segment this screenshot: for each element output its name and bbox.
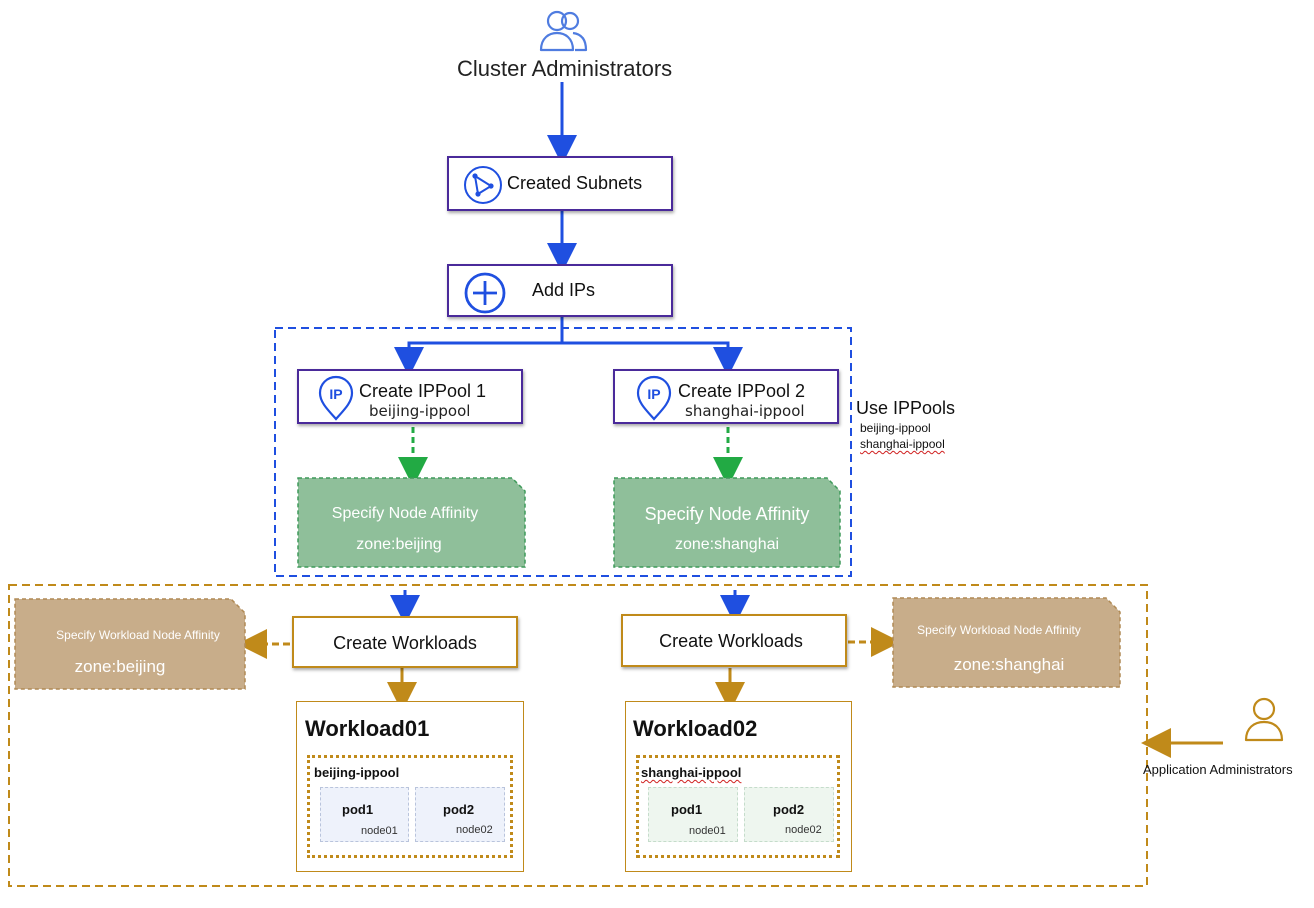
- workload-01-box: Workload01 beijing-ippool pod1 node01 po…: [296, 701, 524, 872]
- ip-pin-icon: IP: [635, 375, 673, 421]
- create-workloads-1-label: Create Workloads: [333, 633, 477, 653]
- app-admin-label: Application Administrators: [1143, 762, 1293, 777]
- workload-01-pool-group: beijing-ippool pod1 node01 pod2 node02: [307, 755, 513, 858]
- create-ippool-1-box[interactable]: IP Create IPPool 1 beijing-ippool: [297, 369, 523, 424]
- ip-pin-icon: IP: [317, 375, 355, 421]
- workload-2-affinity-note: Specify Workload Node Affinity zone:shan…: [893, 598, 1120, 687]
- pool1-affinity-note-shape: [297, 477, 526, 568]
- workload-02-pod-2-node: node02: [785, 824, 822, 836]
- workload-02-pod-2[interactable]: pod2 node02: [744, 787, 834, 842]
- use-ippools-title: Use IPPools: [856, 398, 956, 418]
- add-ips-label: Add IPs: [532, 280, 596, 300]
- pool-1-affinity-label: Specify Node Affinity: [331, 505, 479, 522]
- workload-02-pool-label: shanghai-ippool: [641, 765, 742, 780]
- workload-02-pod-1-node: node01: [689, 825, 726, 837]
- pool-1-affinity-note: Specify Node Affinity zone:beijing: [298, 478, 525, 567]
- workload-1-affinity-note: Specify Workload Node Affinity zone:beij…: [15, 599, 245, 689]
- workload-1-affinity-value: zone:beijing: [74, 657, 166, 676]
- cluster-admins-title: Cluster Administrators: [457, 56, 673, 81]
- create-workloads-2-button[interactable]: Create Workloads: [621, 614, 847, 667]
- workload-01-pod-1-node: node01: [361, 825, 398, 837]
- use-ippools-item-2: shanghai-ippool: [860, 437, 945, 451]
- workload-01-pod-2[interactable]: pod2 node02: [415, 787, 505, 842]
- created-subnets-label: Created Subnets: [507, 173, 643, 193]
- add-ips-box[interactable]: Add IPs: [447, 264, 673, 317]
- workload-02-pool-group: shanghai-ippool pod1 node01 pod2 node02: [636, 755, 840, 858]
- ippool-1-name: beijing-ippool: [369, 402, 471, 420]
- workload-02-pod-2-name: pod2: [773, 802, 805, 817]
- pool-1-affinity-value: zone:beijing: [356, 536, 442, 553]
- create-ippool-2-box[interactable]: IP Create IPPool 2 shanghai-ippool: [613, 369, 839, 424]
- subnet-triangle-icon: [463, 165, 503, 205]
- create-workloads-1-button[interactable]: Create Workloads: [292, 616, 518, 668]
- workload-01-pod-1-name: pod1: [342, 802, 374, 817]
- ippool-2-title: Create IPPool 2: [678, 381, 806, 401]
- pool-2-affinity-note: Specify Node Affinity zone:shanghai: [614, 478, 840, 567]
- use-ippools-item-1: beijing-ippool: [860, 421, 931, 435]
- created-subnets-box[interactable]: Created Subnets: [447, 156, 673, 211]
- workload-01-pod-2-node: node02: [456, 824, 493, 836]
- app-admin-user-icon: [1243, 696, 1285, 742]
- ippool-1-title: Create IPPool 1: [359, 381, 487, 401]
- svg-text:IP: IP: [329, 386, 342, 402]
- wl2-affinity-note-shape: [892, 597, 1121, 688]
- workload-02-pod-1[interactable]: pod1 node01: [648, 787, 738, 842]
- pool-2-affinity-value: zone:shanghai: [674, 536, 780, 553]
- svg-text:IP: IP: [647, 386, 660, 402]
- pool2-affinity-note-shape: [613, 477, 841, 568]
- workload-01-pod-1[interactable]: pod1 node01: [320, 787, 409, 842]
- workload-2-affinity-label: Specify Workload Node Affinity: [917, 623, 1081, 637]
- wl1-affinity-note-shape: [14, 598, 246, 690]
- workload-02-box: Workload02 shanghai-ippool pod1 node01 p…: [625, 701, 852, 872]
- workload-2-affinity-value: zone:shanghai: [953, 655, 1065, 674]
- workload-1-affinity-label: Specify Workload Node Affinity: [56, 628, 220, 642]
- create-workloads-2-label: Create Workloads: [659, 631, 803, 651]
- cluster-admins-icon: [537, 8, 589, 54]
- workload-01-pool-label: beijing-ippool: [314, 765, 400, 780]
- workload-02-pod-1-name: pod1: [671, 802, 703, 817]
- ippool-2-name: shanghai-ippool: [685, 402, 805, 420]
- pool-2-affinity-label: Specify Node Affinity: [644, 504, 810, 524]
- workload-02-title: Workload02: [633, 716, 758, 741]
- plus-circle-icon: [463, 271, 507, 315]
- workload-01-pod-2-name: pod2: [443, 802, 475, 817]
- connector-addips-split-right: [562, 341, 743, 377]
- workload-01-title: Workload01: [305, 716, 430, 741]
- connector-addips-split: [394, 317, 564, 377]
